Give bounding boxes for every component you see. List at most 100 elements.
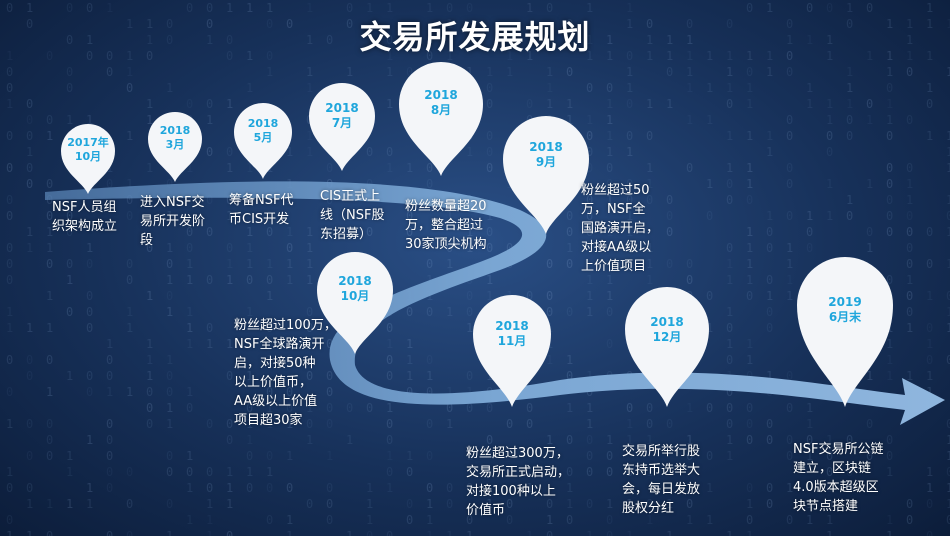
map-pin-icon [503, 116, 589, 234]
svg-text:1: 1 [46, 241, 53, 255]
svg-text:1: 1 [926, 337, 933, 351]
svg-text:1: 1 [466, 465, 473, 479]
svg-text:1: 1 [226, 497, 233, 511]
svg-text:0: 0 [186, 97, 193, 111]
svg-text:1: 1 [826, 433, 833, 447]
svg-text:0: 0 [426, 49, 433, 63]
svg-text:1: 1 [946, 497, 950, 511]
svg-text:1: 1 [906, 177, 913, 191]
svg-text:0: 0 [446, 1, 453, 15]
svg-text:0: 0 [886, 193, 893, 207]
svg-text:1: 1 [146, 369, 153, 383]
svg-text:0: 0 [326, 385, 333, 399]
svg-text:1: 1 [466, 65, 473, 79]
map-pin-icon [473, 295, 551, 407]
svg-text:1: 1 [286, 273, 293, 287]
svg-text:0: 0 [586, 465, 593, 479]
svg-text:1: 1 [406, 449, 413, 463]
svg-text:0: 0 [506, 513, 513, 527]
svg-text:0: 0 [266, 273, 273, 287]
svg-text:0: 0 [686, 257, 693, 271]
svg-text:0: 0 [286, 17, 293, 31]
svg-text:1: 1 [626, 209, 633, 223]
milestone-pin-2019-6: 2019 6月末 [797, 257, 893, 407]
svg-text:0: 0 [186, 1, 193, 15]
milestone-year: 2018 [495, 319, 529, 333]
milestone-pin-2018-9: 2018 9月 [503, 116, 589, 234]
svg-text:1: 1 [566, 497, 573, 511]
svg-text:0: 0 [66, 257, 73, 271]
svg-text:0: 0 [426, 353, 433, 367]
svg-text:0: 0 [486, 433, 493, 447]
svg-text:1: 1 [446, 49, 453, 63]
svg-text:0: 0 [6, 209, 13, 223]
svg-text:0: 0 [546, 529, 553, 536]
svg-text:1: 1 [746, 81, 753, 95]
svg-text:0: 0 [906, 257, 913, 271]
map-pin-icon [234, 103, 292, 179]
milestone-month: 3月 [165, 137, 185, 151]
svg-text:0: 0 [6, 65, 13, 79]
svg-text:0: 0 [926, 257, 933, 271]
svg-text:1: 1 [606, 49, 613, 63]
svg-text:1: 1 [766, 65, 773, 79]
svg-text:1: 1 [586, 369, 593, 383]
svg-text:1: 1 [186, 305, 193, 319]
svg-text:1: 1 [126, 65, 133, 79]
svg-text:0: 0 [746, 65, 753, 79]
svg-text:1: 1 [46, 321, 53, 335]
svg-text:1: 1 [266, 465, 273, 479]
svg-text:0: 0 [6, 385, 13, 399]
svg-text:1: 1 [746, 97, 753, 111]
svg-text:1: 1 [606, 497, 613, 511]
svg-text:0: 0 [186, 465, 193, 479]
svg-text:0: 0 [906, 209, 913, 223]
svg-text:0: 0 [66, 81, 73, 95]
svg-text:1: 1 [886, 369, 893, 383]
svg-text:1: 1 [146, 17, 153, 31]
svg-text:1: 1 [6, 529, 13, 536]
milestone-year: 2018 [247, 117, 279, 130]
svg-text:0: 0 [166, 369, 173, 383]
svg-text:1: 1 [266, 417, 273, 431]
svg-text:1: 1 [586, 1, 593, 15]
svg-text:0: 0 [906, 289, 913, 303]
svg-text:1: 1 [606, 113, 613, 127]
svg-text:0: 0 [746, 401, 753, 415]
svg-text:0: 0 [346, 1, 353, 15]
svg-text:1: 1 [646, 465, 653, 479]
svg-text:1: 1 [6, 321, 13, 335]
svg-text:1: 1 [926, 17, 933, 31]
svg-text:0: 0 [566, 369, 573, 383]
svg-text:1: 1 [306, 241, 313, 255]
svg-text:1: 1 [686, 65, 693, 79]
svg-text:0: 0 [866, 481, 873, 495]
svg-text:0: 0 [746, 513, 753, 527]
svg-text:1: 1 [466, 385, 473, 399]
svg-text:1: 1 [786, 257, 793, 271]
milestone-year: 2018 [650, 315, 684, 329]
svg-text:1: 1 [866, 49, 873, 63]
svg-text:1: 1 [746, 257, 753, 271]
svg-text:0: 0 [886, 273, 893, 287]
svg-text:1: 1 [426, 497, 433, 511]
svg-text:0: 0 [746, 1, 753, 15]
svg-text:0: 0 [126, 193, 133, 207]
svg-text:0: 0 [586, 433, 593, 447]
svg-text:1: 1 [486, 273, 493, 287]
svg-text:0: 0 [6, 81, 13, 95]
svg-text:1: 1 [286, 417, 293, 431]
svg-text:0: 0 [6, 481, 13, 495]
svg-text:0: 0 [946, 465, 950, 479]
svg-text:1: 1 [946, 257, 950, 271]
svg-text:0: 0 [166, 289, 173, 303]
svg-text:1: 1 [306, 1, 313, 15]
svg-text:1: 1 [86, 241, 93, 255]
svg-text:1: 1 [726, 129, 733, 143]
svg-text:0: 0 [466, 369, 473, 383]
svg-text:1: 1 [746, 225, 753, 239]
svg-text:1: 1 [146, 353, 153, 367]
svg-text:1: 1 [186, 449, 193, 463]
svg-text:1: 1 [106, 1, 113, 15]
